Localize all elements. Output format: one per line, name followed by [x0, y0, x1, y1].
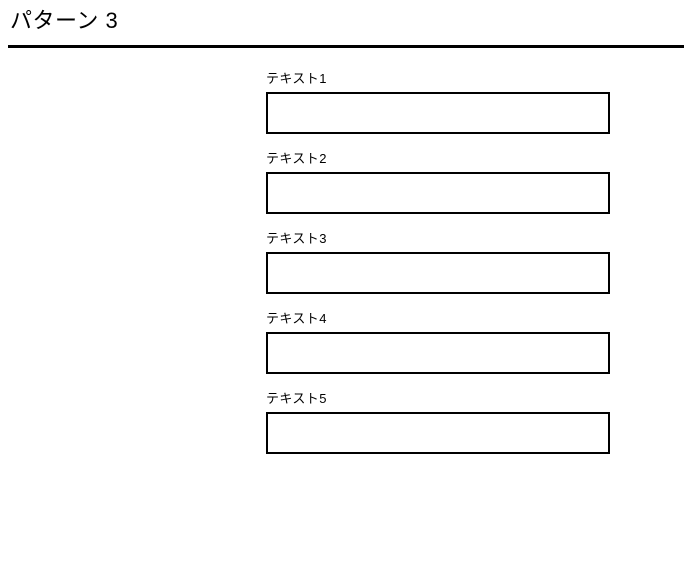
text-field-form: テキスト1 テキスト2 テキスト3 テキスト4 テキスト5: [266, 70, 610, 454]
field-label-3: テキスト3: [266, 231, 327, 246]
field-input-2[interactable]: [266, 172, 610, 214]
field-label-4: テキスト4: [266, 311, 327, 326]
field-label-1: テキスト1: [266, 71, 327, 86]
field-group-3: テキスト3: [266, 230, 610, 294]
field-group-1: テキスト1: [266, 70, 610, 134]
field-input-1[interactable]: [266, 92, 610, 134]
field-input-5[interactable]: [266, 412, 610, 454]
field-group-4: テキスト4: [266, 310, 610, 374]
field-group-5: テキスト5: [266, 390, 610, 454]
field-label-5: テキスト5: [266, 391, 327, 406]
field-input-3[interactable]: [266, 252, 610, 294]
page-title: パターン 3: [10, 8, 119, 33]
header-divider: [8, 45, 684, 48]
field-label-2: テキスト2: [266, 151, 327, 166]
field-group-2: テキスト2: [266, 150, 610, 214]
field-input-4[interactable]: [266, 332, 610, 374]
